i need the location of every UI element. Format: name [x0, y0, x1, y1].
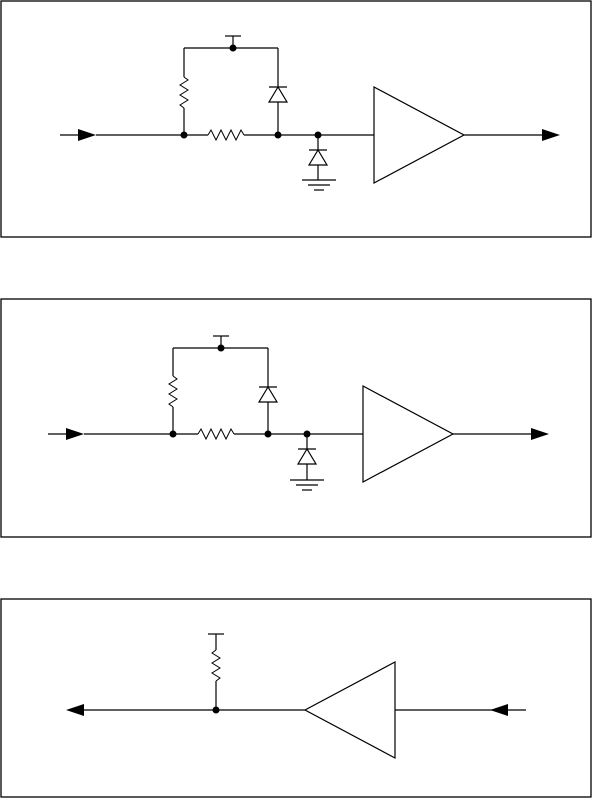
- panel-frame: [1, 299, 591, 537]
- panel-frame: [1, 599, 591, 797]
- junction-dot: [181, 132, 188, 139]
- junction-dot: [213, 707, 220, 714]
- panel-frame: [1, 1, 591, 237]
- junction-dot: [170, 431, 177, 438]
- junction-dot: [218, 345, 225, 352]
- panel-output-circuit: [1, 599, 591, 797]
- junction-dot: [230, 45, 237, 52]
- panel-input-circuit-2: [1, 299, 591, 537]
- panel-input-circuit-1: [1, 1, 591, 237]
